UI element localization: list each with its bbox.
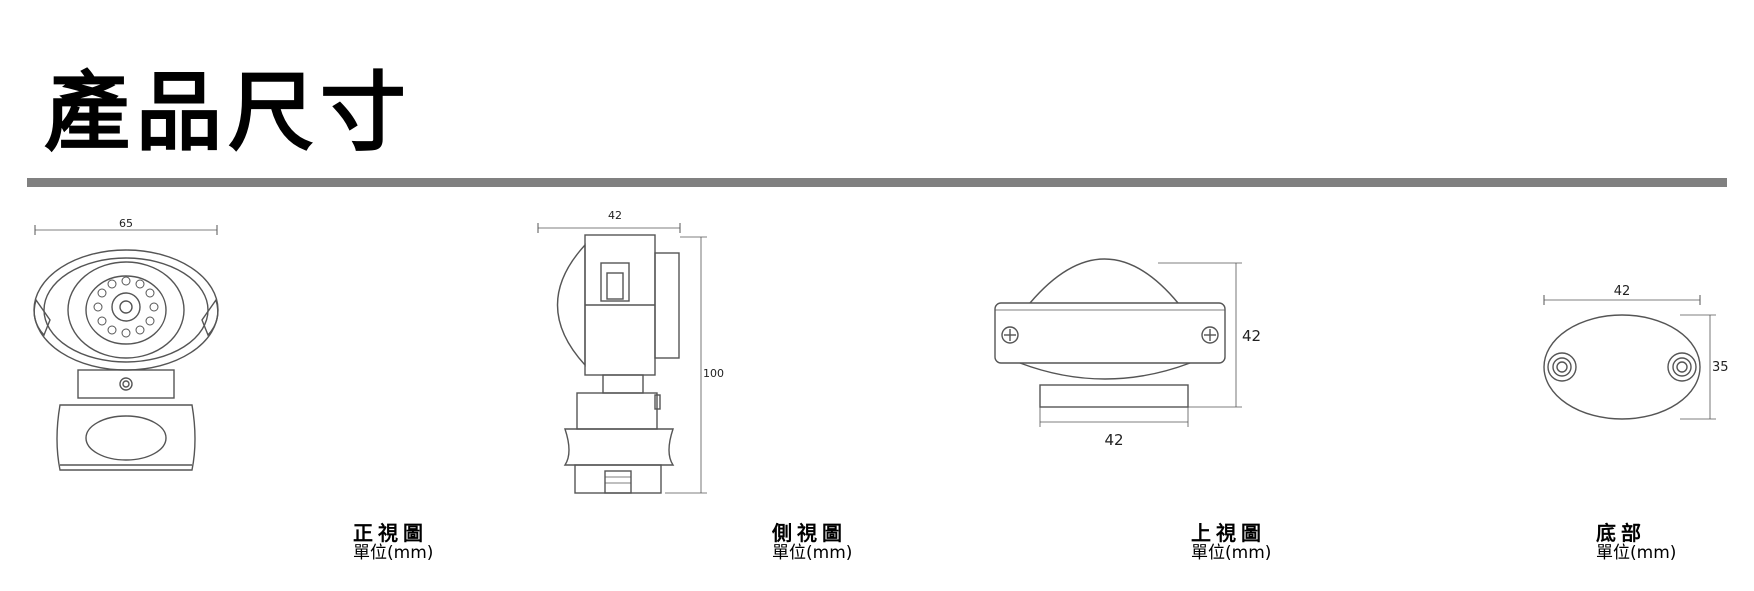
bottom-view-title: 底部 [1596, 521, 1646, 545]
front-view-drawing: 65 [30, 195, 220, 495]
title-divider [27, 178, 1727, 187]
top-view-unit: 單位(mm) [1191, 543, 1272, 563]
page-title: 產品尺寸 [44, 63, 412, 163]
side-view-title: 側視圖 [772, 521, 847, 545]
top-view-title: 上視圖 [1191, 521, 1266, 545]
bottom-view-drawing: 42 35 [1540, 195, 1729, 455]
bottom-height-label: 35 [1712, 360, 1729, 375]
side-view-caption: 側視圖 單位(mm) [772, 522, 852, 563]
front-view-caption: 正視圖 單位(mm) [353, 522, 433, 563]
bottom-width-label: 42 [1614, 284, 1631, 299]
side-height-label: 100 [703, 367, 724, 380]
bottom-view-caption: 底部 單位(mm) [1596, 522, 1676, 563]
bottom-view-unit: 單位(mm) [1596, 543, 1677, 563]
front-view-unit: 單位(mm) [353, 543, 434, 563]
front-width-label: 65 [119, 217, 133, 230]
front-view-title: 正視圖 [353, 521, 428, 545]
top-view-caption: 上視圖 單位(mm) [1191, 522, 1271, 563]
side-view-drawing: 42 100 [535, 195, 724, 505]
top-height-label: 42 [1242, 327, 1261, 345]
top-view-drawing: 42 42 [980, 195, 1261, 455]
top-width-label: 42 [1104, 431, 1123, 449]
side-view-unit: 單位(mm) [772, 543, 853, 563]
side-width-label: 42 [608, 209, 622, 222]
